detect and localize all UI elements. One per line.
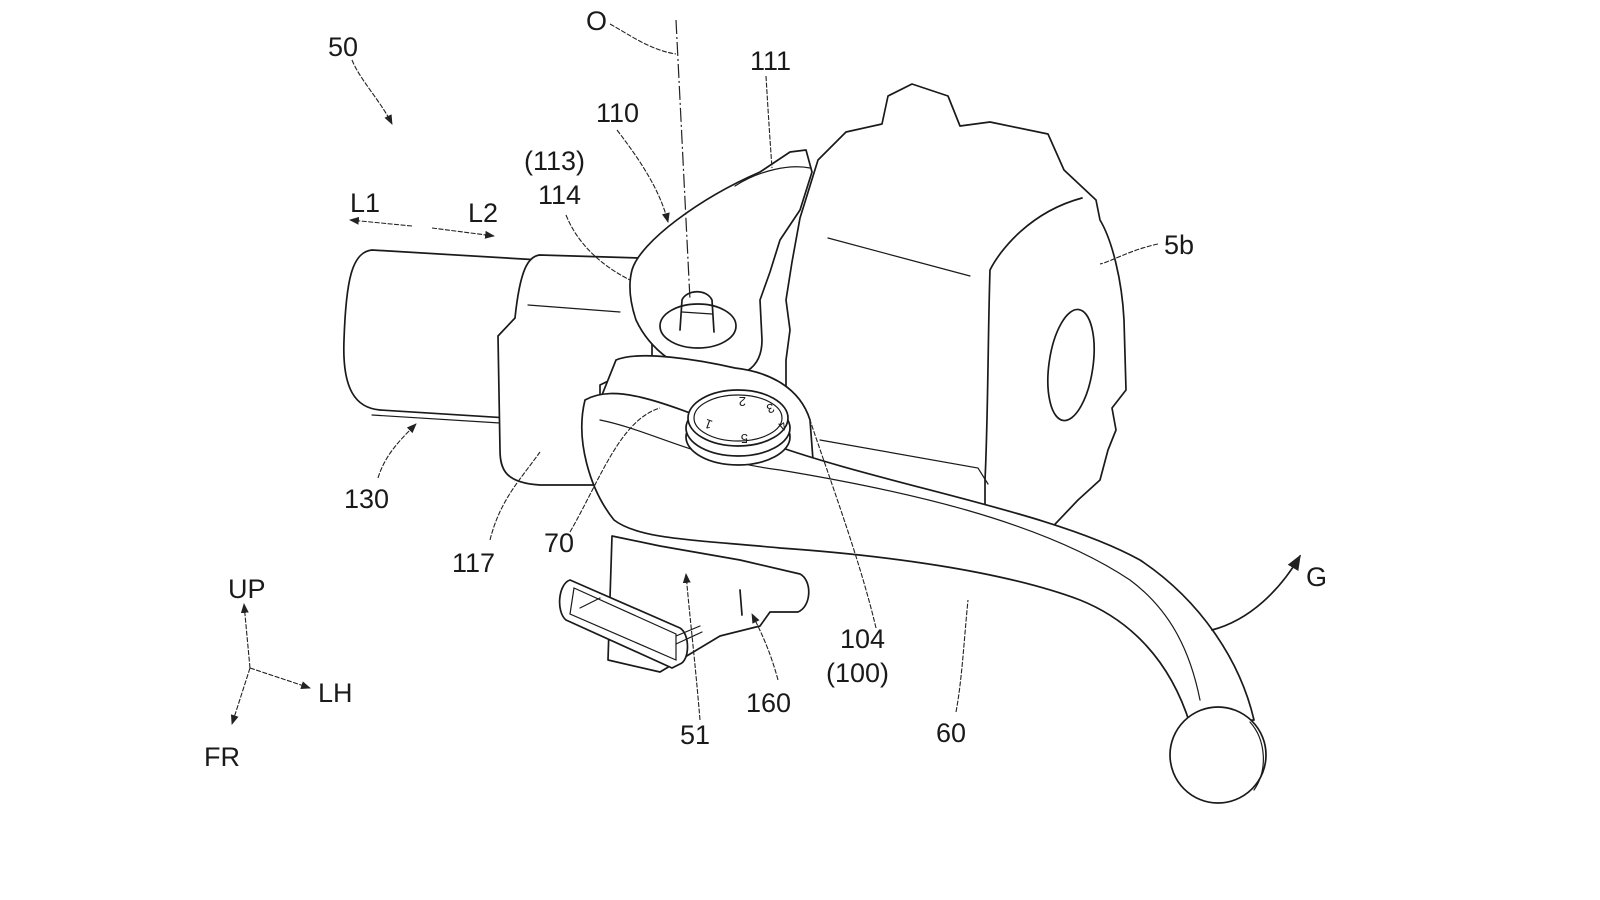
leader-110	[616, 129, 670, 223]
dial-number-2: 2	[739, 394, 746, 409]
label-114: 114	[538, 180, 581, 210]
dial-number-5: 5	[741, 431, 748, 446]
label-111: 111	[750, 46, 791, 76]
label-70: 70	[544, 528, 574, 558]
label-50: 50	[328, 32, 358, 62]
label-l1: L1	[350, 188, 380, 218]
leader-lines	[230, 23, 1301, 725]
leader-50	[351, 59, 393, 125]
label-o: O	[586, 6, 607, 36]
leader-114	[565, 214, 631, 281]
label-51: 51	[680, 720, 710, 750]
label-100: (100)	[826, 658, 889, 688]
leader-5b	[1099, 243, 1159, 265]
label-104: 104	[840, 624, 885, 654]
label-g: G	[1306, 562, 1327, 592]
leader-70	[569, 407, 661, 533]
label-130: 130	[344, 484, 389, 514]
leader-104	[809, 419, 877, 629]
dial-number-1: 1	[702, 416, 714, 433]
leader-60	[955, 599, 969, 713]
label-60: 60	[936, 718, 966, 748]
arrow-up	[240, 603, 251, 669]
label-fr: FR	[204, 742, 240, 772]
handlebar-grip-130	[343, 249, 541, 424]
label-117: 117	[452, 548, 495, 578]
arrow-fr	[230, 667, 251, 725]
label-113: (113)	[524, 146, 585, 176]
lever-60	[581, 392, 1267, 804]
label-110: 110	[596, 98, 639, 128]
dial-number-3: 3	[765, 400, 777, 417]
label-l2: L2	[468, 198, 498, 228]
leader-51	[682, 573, 701, 721]
switch-housing-5b	[785, 83, 1127, 561]
bracket-110	[629, 149, 813, 378]
reference-labels: 50 O 111 110 (113) 114 L1 L2 5b 130 117 …	[204, 6, 1327, 772]
label-5b: 5b	[1164, 230, 1194, 260]
leader-130	[377, 423, 417, 479]
arrow-l2	[431, 227, 495, 239]
label-lh: LH	[318, 678, 353, 708]
adjuster-dial-104: 1 2 3 4 5	[685, 389, 791, 466]
leader-111	[765, 75, 773, 169]
leader-117	[489, 451, 541, 541]
arrow-g	[1211, 554, 1301, 631]
label-160: 160	[746, 688, 791, 718]
leader-160	[751, 613, 779, 681]
pivot-axis-o	[675, 19, 691, 301]
arrow-l1	[349, 216, 413, 227]
label-up: UP	[228, 574, 266, 604]
arrow-lh	[249, 667, 311, 689]
sensor-connector-160	[558, 535, 810, 673]
leader-o	[609, 23, 677, 55]
